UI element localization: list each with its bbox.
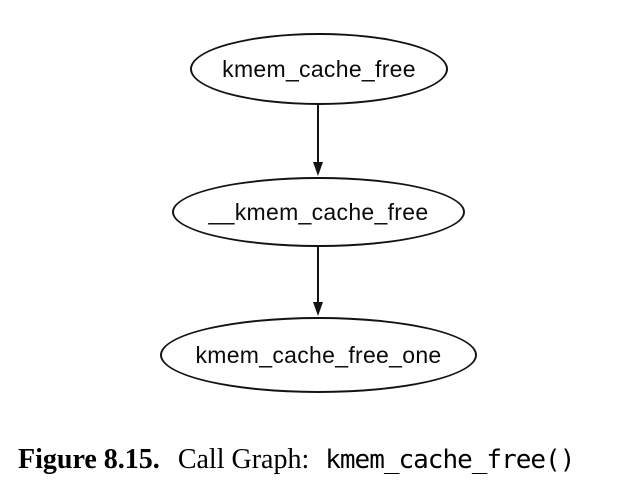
edge-arrow-line — [317, 105, 319, 164]
graph-node-kmem-cache-free: kmem_cache_free — [190, 33, 448, 105]
figure-caption-code: kmem_cache_free() — [325, 445, 575, 475]
arrowhead-down-icon — [313, 162, 323, 176]
figure-caption-number: Figure 8.15. — [18, 444, 160, 475]
arrowhead-down-icon — [313, 302, 323, 316]
edge-arrow-line — [317, 247, 319, 304]
graph-node-underscore-kmem-cache-free: __kmem_cache_free — [172, 177, 465, 247]
graph-node-label: kmem_cache_free — [222, 55, 416, 82]
graph-node-kmem-cache-free-one: kmem_cache_free_one — [160, 317, 477, 393]
figure-caption: Figure 8.15. Call Graph: kmem_cache_free… — [18, 444, 575, 476]
figure-caption-text: Call Graph: — [177, 444, 310, 475]
graph-node-label: kmem_cache_free_one — [195, 341, 442, 368]
graph-node-label: __kmem_cache_free — [208, 198, 429, 225]
